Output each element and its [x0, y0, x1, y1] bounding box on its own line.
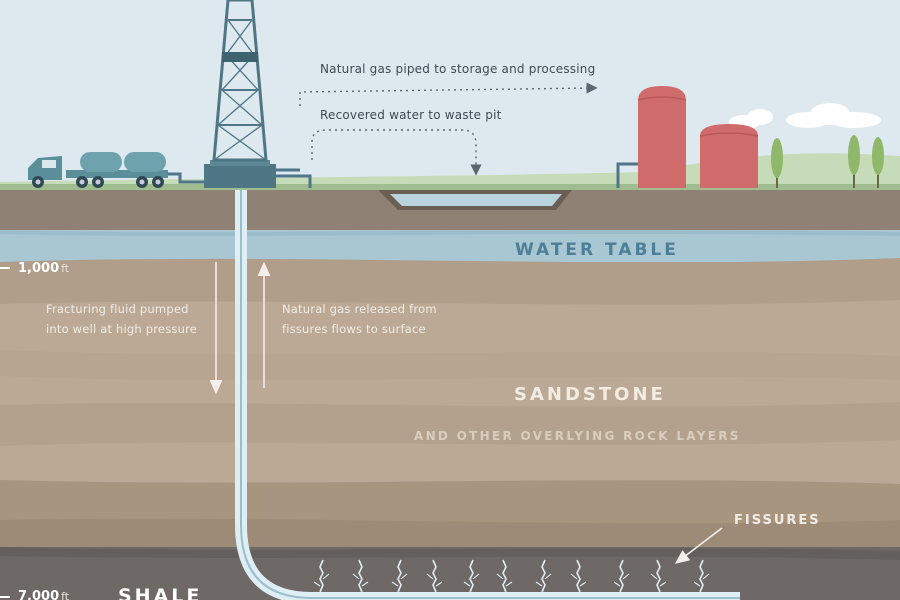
- tree-icon: [872, 137, 884, 188]
- water-to-pit-label: Recovered water to waste pit: [320, 108, 502, 122]
- fissure: [469, 559, 474, 593]
- fissure: [656, 559, 661, 593]
- fissure-branch: [613, 573, 630, 587]
- fissure: [699, 559, 704, 593]
- fissure-branch: [570, 573, 587, 587]
- fissure: [319, 559, 324, 593]
- fissure-branch: [391, 573, 408, 587]
- fissure: [576, 559, 581, 593]
- shale-label: SHALE: [118, 585, 203, 600]
- fissure-branch: [496, 573, 513, 587]
- waste-pit-icon: [378, 190, 572, 210]
- storage-tank-icon: [699, 124, 759, 188]
- ground-strip: [0, 184, 900, 190]
- fissure-group: [313, 559, 710, 593]
- fissure: [619, 559, 624, 593]
- fissure-branch: [535, 573, 552, 587]
- fissure-branch: [463, 573, 480, 587]
- cloud-icon: [786, 103, 881, 128]
- gas-piped-arrow: [299, 82, 598, 106]
- pipe: [272, 174, 312, 188]
- fissures-pointer: [674, 527, 723, 564]
- overlying-layers-label: AND OTHER OVERLYING ROCK LAYERS: [414, 429, 741, 443]
- fissure-branch: [693, 573, 710, 587]
- fissure: [432, 559, 437, 593]
- water-table-label: WATER TABLE: [515, 240, 679, 260]
- storage-tank-icon: [637, 86, 687, 188]
- drilling-rig-icon: [204, 0, 276, 188]
- fissures-label: FISSURES: [734, 513, 821, 528]
- tree-icon: [848, 135, 860, 188]
- fissure: [358, 559, 363, 593]
- gas-piped-label: Natural gas piped to storage and process…: [320, 62, 596, 76]
- fissure-branch: [352, 573, 369, 587]
- fissure-branch: [313, 573, 330, 587]
- fissure-branch: [650, 573, 667, 587]
- fissure: [502, 559, 507, 593]
- fissure-branch: [426, 573, 443, 587]
- sandstone-label: SANDSTONE: [514, 384, 666, 405]
- fissure: [397, 559, 402, 593]
- fissure: [541, 559, 546, 593]
- tanker-truck-icon: [28, 152, 204, 188]
- tree-icon: [771, 138, 783, 188]
